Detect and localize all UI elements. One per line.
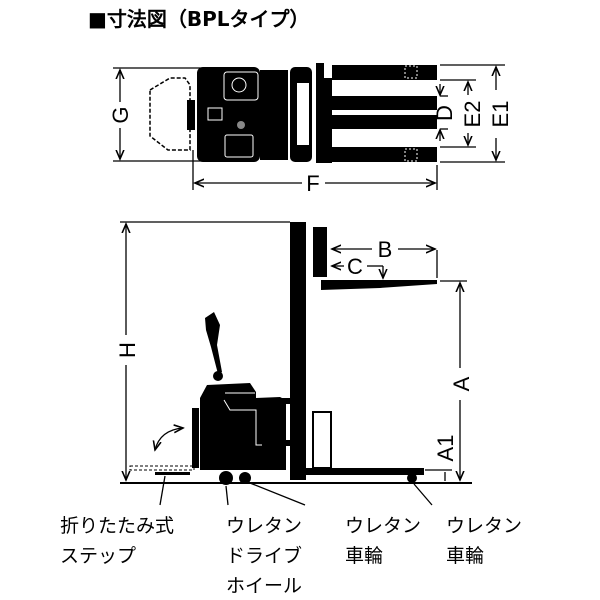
svg-text:ウレタン: ウレタン <box>345 515 421 537</box>
dim-E1: E1 <box>488 101 513 128</box>
dim-E2: E2 <box>460 101 485 128</box>
dim-D: D <box>432 105 457 121</box>
callout-load-wheel-2: ウレタン 車輪 <box>446 515 522 567</box>
fork <box>321 280 437 290</box>
svg-text:車輪: 車輪 <box>345 545 383 567</box>
svg-text:ウレタン: ウレタン <box>446 515 522 537</box>
svg-text:車輪: 車輪 <box>446 545 484 567</box>
dim-H: H <box>115 342 140 358</box>
page-title: ■寸法図（BPLタイプ） <box>88 7 310 31</box>
truck-body-side <box>200 383 286 470</box>
callout-step: 折りたたみ式 ステップ <box>60 515 174 567</box>
side-view: H B C A A1 <box>115 221 474 506</box>
svg-text:ドライブ: ドライブ <box>226 544 302 567</box>
dim-A: A <box>449 376 474 391</box>
dim-C: C <box>347 254 363 279</box>
svg-text:ステップ: ステップ <box>60 545 136 567</box>
svg-text:ホイール: ホイール <box>226 575 302 597</box>
dim-B: B <box>378 237 393 262</box>
callout-load-wheel-1: ウレタン 車輪 <box>345 515 421 567</box>
dim-F: F <box>306 171 319 196</box>
leg <box>306 468 424 475</box>
mast <box>290 222 306 480</box>
dim-G: G <box>108 106 133 123</box>
top-view: G F E1 <box>108 63 513 196</box>
dim-A1: A1 <box>433 435 458 462</box>
svg-text:折りたたみ式: 折りたたみ式 <box>60 515 174 537</box>
callout-drive-wheel: ウレタン ドライブ ホイール <box>226 515 302 597</box>
tiller <box>205 312 222 374</box>
svg-text:ウレタン: ウレタン <box>226 515 302 537</box>
truck-body-top <box>197 67 260 162</box>
